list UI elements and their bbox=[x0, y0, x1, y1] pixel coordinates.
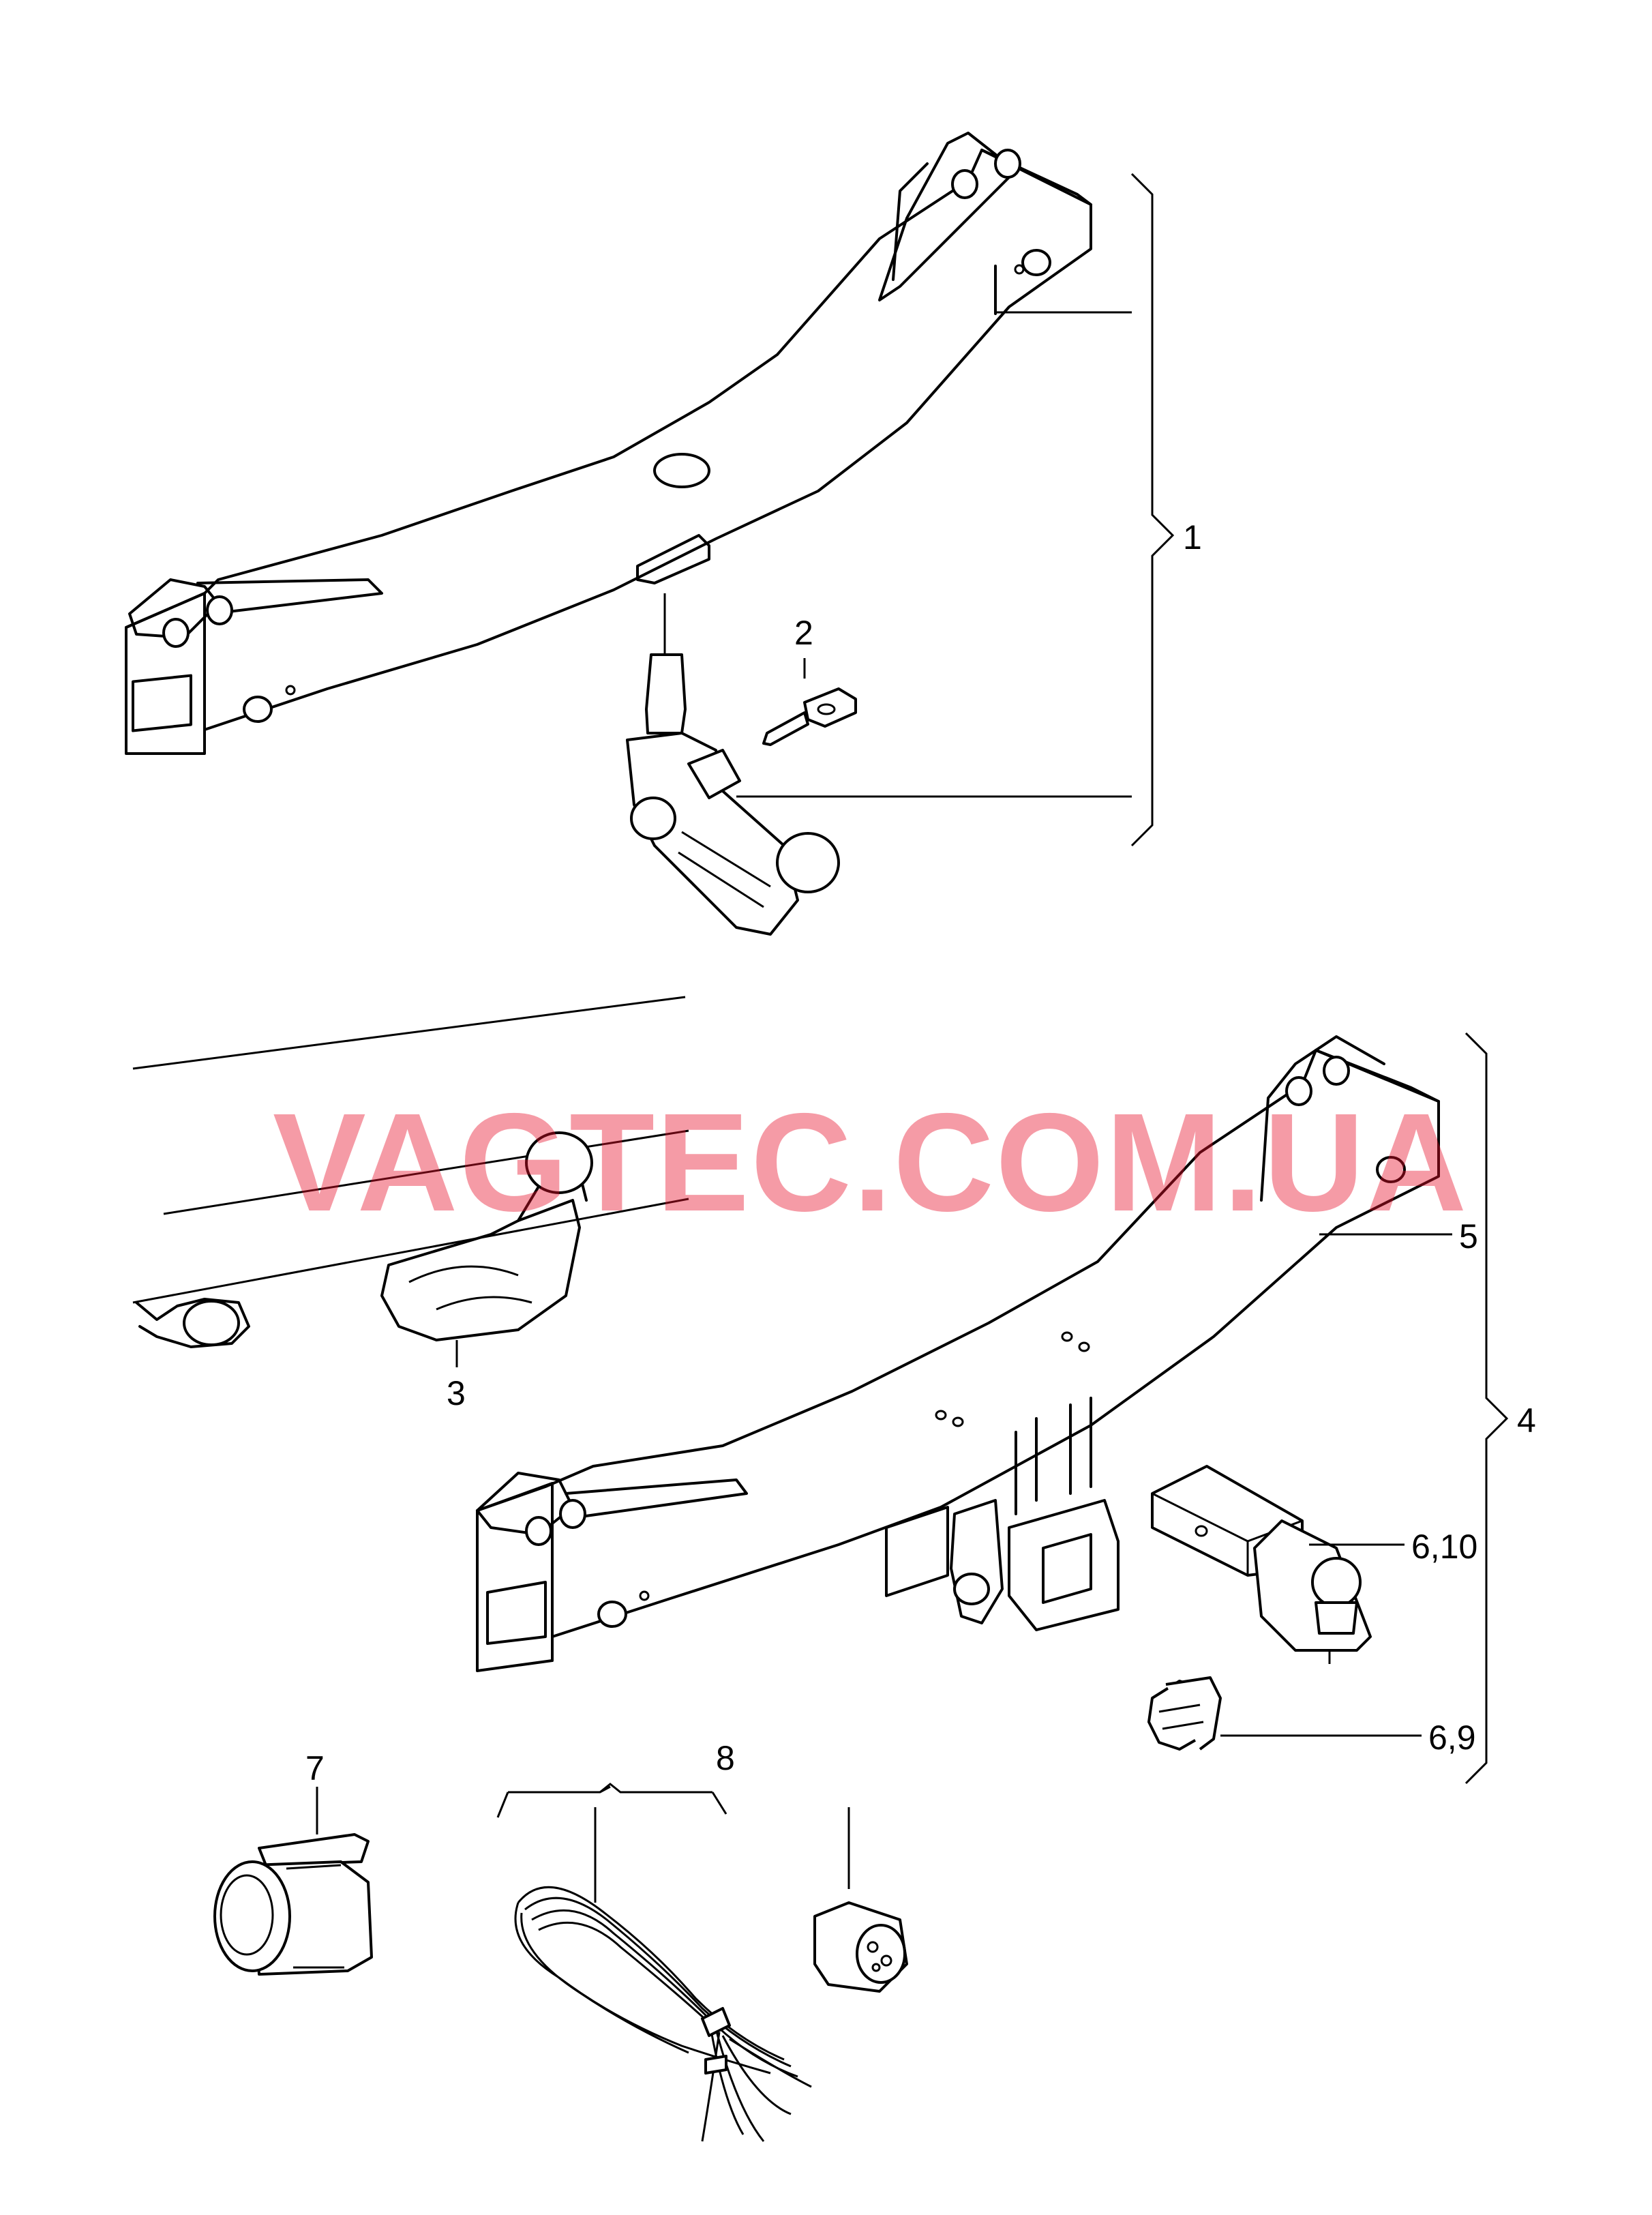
swivel-ball-neck bbox=[132, 996, 689, 1367]
towbar-lock-key bbox=[762, 687, 857, 746]
callout-label-5: 5 bbox=[1459, 1217, 1478, 1255]
callout-label-2: 2 bbox=[794, 614, 813, 652]
callout-label-7: 7 bbox=[305, 1749, 325, 1787]
callout-brackets bbox=[736, 173, 1509, 1785]
hitch-crossmember bbox=[476, 1035, 1440, 1672]
callout-label-1: 1 bbox=[1183, 518, 1202, 556]
callout-label-4: 4 bbox=[1517, 1401, 1536, 1440]
trailer-socket-bracket bbox=[1147, 1676, 1222, 1751]
callout-label-8: 8 bbox=[716, 1739, 735, 1777]
callout-label-6-9: 6,9 bbox=[1428, 1719, 1476, 1757]
removable-ball-mount bbox=[1151, 1465, 1372, 1664]
watermark: VAGTEC.COM.UA bbox=[273, 1084, 1468, 1240]
wiring-harness-set bbox=[496, 1783, 908, 2142]
detachable-towbar-crossmember bbox=[125, 132, 1092, 936]
trailer-socket bbox=[213, 1787, 373, 1976]
callout-label-3: 3 bbox=[447, 1374, 466, 1412]
callout-label-6-10: 6,10 bbox=[1411, 1528, 1477, 1566]
